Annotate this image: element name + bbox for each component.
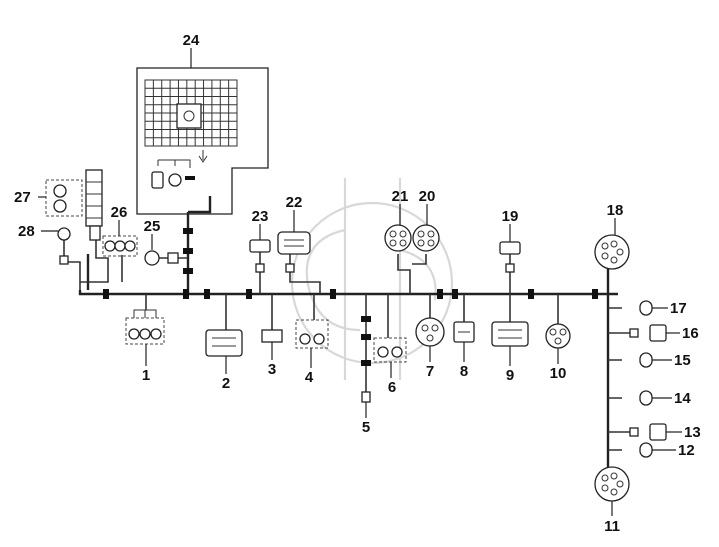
part-21-round-multi-pin-connector [384, 224, 412, 252]
part-6-lamp-cluster-connector [373, 337, 407, 363]
part-17-ring-terminal [639, 300, 653, 316]
callout-11: 11 [604, 518, 620, 535]
callout-1: 1 [142, 367, 150, 384]
part-11-round-multi-pin-connector [594, 466, 630, 502]
callout-28: 28 [18, 223, 35, 240]
part-25-single-bulb-socket [144, 250, 179, 266]
callout-25: 25 [144, 218, 161, 235]
part-28-single-bulb-socket [57, 227, 71, 265]
callout-19: 19 [502, 208, 519, 225]
callout-6: 6 [388, 379, 396, 396]
callout-labels: 1 2 3 4 5 6 7 8 9 10 11 12 13 14 15 16 1… [14, 32, 701, 535]
part-26-lamp-cluster-connector [102, 235, 138, 257]
callout-leaders [38, 48, 682, 516]
part-27-switch-bulb-assembly [45, 169, 103, 241]
part-20-round-multi-pin-connector [412, 224, 440, 252]
callout-14: 14 [674, 390, 691, 407]
part-13-flat-connector [629, 423, 667, 441]
callout-27: 27 [14, 189, 31, 206]
part-2-large-multi-pin-connector [205, 329, 243, 357]
callout-4: 4 [305, 369, 314, 386]
callout-20: 20 [419, 188, 436, 205]
callout-22: 22 [286, 194, 303, 211]
part-12-ring-terminal [639, 442, 653, 458]
callout-18: 18 [607, 202, 624, 219]
harness-clips [103, 228, 598, 366]
part-10-round-connector [545, 323, 571, 349]
part-14-ring-terminal [639, 390, 653, 406]
part-5-single-pin-terminal [361, 391, 371, 403]
callout-8: 8 [460, 363, 468, 380]
part-16-flat-connector [629, 324, 667, 342]
part-9-large-multi-pin-connector [491, 321, 529, 347]
callout-10: 10 [550, 365, 567, 382]
callout-3: 3 [268, 361, 276, 378]
part-4-lamp-cluster-connector [295, 319, 329, 349]
part-22-large-multi-pin-connector [277, 231, 311, 273]
callout-12: 12 [678, 442, 695, 459]
callout-7: 7 [426, 363, 434, 380]
part-7-round-connector [415, 317, 445, 347]
callout-17: 17 [670, 300, 687, 317]
part-1-lamp-cluster-connector [125, 309, 165, 345]
part-15-ring-terminal [639, 352, 653, 368]
callout-24: 24 [183, 32, 200, 49]
callout-23: 23 [252, 208, 269, 225]
callout-15: 15 [674, 352, 691, 369]
watermark-logo [290, 178, 454, 380]
callout-21: 21 [392, 188, 409, 205]
callout-5: 5 [362, 419, 370, 436]
callout-13: 13 [684, 424, 701, 441]
instrument-cluster [136, 67, 269, 215]
callout-16: 16 [682, 325, 699, 342]
part-18-round-multi-pin-connector [594, 234, 630, 270]
callout-9: 9 [506, 367, 514, 384]
part-8-square-connector [453, 321, 475, 343]
part-19-small-connector [499, 241, 521, 273]
callout-26: 26 [111, 204, 128, 221]
part-3-small-connector [261, 329, 283, 343]
callout-2: 2 [222, 375, 230, 392]
